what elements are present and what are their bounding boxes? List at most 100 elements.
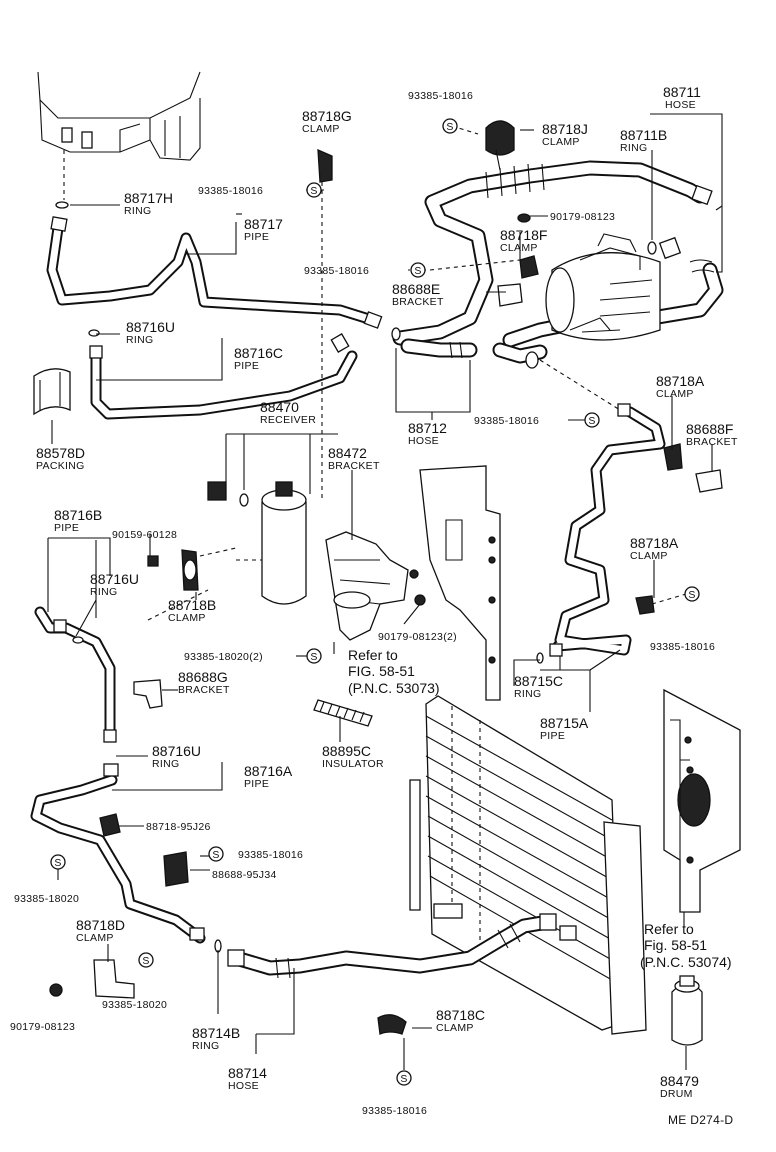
part-88470-name: RECEIVER xyxy=(260,414,316,426)
part-88718j-number: 88718J xyxy=(542,121,588,137)
part-88895c-number: 88895C xyxy=(322,743,371,759)
fastener-label: 93385-18016 xyxy=(362,1105,427,1117)
part-88688e-number: 88688E xyxy=(392,281,440,297)
part-88578d-number: 88578D xyxy=(36,445,85,461)
fastener-label: 93385-18016 xyxy=(198,185,263,197)
svg-text:S: S xyxy=(688,589,695,601)
part-88718g-name: CLAMP xyxy=(302,123,340,135)
s-marker: S xyxy=(410,262,426,278)
fastener-label: 93385-18016 xyxy=(474,415,539,427)
fastener-label: 93385-18016 xyxy=(650,641,715,653)
compressor-drawing xyxy=(545,233,661,341)
mounting-plate-right-drawing xyxy=(663,688,741,913)
fastener-label: 93385-18016 xyxy=(238,849,303,861)
reference-note-line: Refer to xyxy=(644,921,694,937)
part-88472-number: 88472 xyxy=(328,445,367,461)
part-88716u-mid-number: 88716U xyxy=(90,571,139,587)
clamps-top-drawing xyxy=(317,120,539,500)
fastener-label: 90179-08123(2) xyxy=(378,631,457,643)
svg-text:S: S xyxy=(400,1073,407,1085)
pipe-88717-drawing xyxy=(46,201,383,329)
part-88716u-top-name: RING xyxy=(126,334,153,346)
svg-text:S: S xyxy=(414,265,421,277)
part-88718j-name: CLAMP xyxy=(542,136,580,148)
svg-text:S: S xyxy=(212,849,219,861)
svg-text:S: S xyxy=(142,955,149,967)
fastener-label: 93385-18020 xyxy=(102,999,167,1011)
small-parts-lower-drawing xyxy=(49,813,407,1035)
s-marker: S xyxy=(306,182,322,198)
part-88712-name: HOSE xyxy=(408,435,439,447)
reference-note-line: Refer to xyxy=(348,647,398,663)
fastener-labels: 93385-18016 93385-18016 90179-08123 9338… xyxy=(10,90,715,1117)
pipe-88716b-drawing xyxy=(34,549,199,743)
part-88715a-name: PIPE xyxy=(540,730,565,742)
drum-88479-drawing xyxy=(671,975,703,1046)
part-88718a-top-number: 88718A xyxy=(656,373,705,389)
part-88718f-name: CLAMP xyxy=(500,242,538,254)
part-88711-name: HOSE xyxy=(665,99,696,111)
s-markers: S S S S S S S S S S xyxy=(50,118,700,1086)
fastener-label: 93385-18020 xyxy=(14,893,79,905)
part-88718a-top-name: CLAMP xyxy=(656,388,694,400)
s-marker: S xyxy=(396,1070,412,1086)
packing-88578d-drawing xyxy=(33,368,71,416)
condenser-drawing xyxy=(409,695,647,1035)
part-88716u-top-number: 88716U xyxy=(126,319,175,335)
part-88714b-number: 88714B xyxy=(192,1025,240,1041)
svg-text:S: S xyxy=(54,857,61,869)
part-88715a-number: 88715A xyxy=(540,715,589,731)
part-88714b-name: RING xyxy=(192,1040,219,1052)
part-88714-name: HOSE xyxy=(228,1080,259,1092)
part-88718b-number: 88718B xyxy=(168,597,216,613)
evaporator-unit xyxy=(37,71,201,200)
s-marker: S xyxy=(208,846,224,862)
s-marker: S xyxy=(138,952,154,968)
hose-88714-drawing xyxy=(227,913,557,979)
part-labels: 88711 HOSE 88711B RING 88718J CLAMP 8871… xyxy=(36,84,738,1100)
fastener-label: 90159-60128 xyxy=(112,529,177,541)
part-88716b-name: PIPE xyxy=(54,522,79,534)
s-marker: S xyxy=(584,412,600,428)
hose-88712-drawing xyxy=(391,327,548,369)
fastener-label: 88688-95J34 xyxy=(212,869,277,881)
svg-text:S: S xyxy=(310,651,317,663)
fastener-label: 90179-08123 xyxy=(10,1021,75,1033)
drawing-geometry xyxy=(30,71,741,1046)
part-88718g-number: 88718G xyxy=(302,108,352,124)
part-88718d-number: 88718D xyxy=(76,917,125,933)
pipe-88716c-drawing xyxy=(88,329,358,420)
bracket-88688g-drawing xyxy=(133,679,163,709)
receiver-88470-drawing xyxy=(207,481,307,605)
part-88718c-name: CLAMP xyxy=(436,1022,474,1034)
part-88716a-number: 88716A xyxy=(244,763,293,779)
part-88718a-mid-name: CLAMP xyxy=(630,550,668,562)
leader-lines xyxy=(47,113,723,1070)
part-88718d-name: CLAMP xyxy=(76,932,114,944)
part-88688f-number: 88688F xyxy=(686,421,733,437)
bracket-88472-drawing xyxy=(325,531,426,641)
s-marker: S xyxy=(50,854,66,870)
part-88718b-name: CLAMP xyxy=(168,612,206,624)
svg-text:S: S xyxy=(446,121,453,133)
part-88711b-name: RING xyxy=(620,142,647,154)
part-88716b-number: 88716B xyxy=(54,507,102,523)
part-88715c-number: 88715C xyxy=(514,673,563,689)
part-88716u-low-name: RING xyxy=(152,758,179,770)
reference-note-line: FIG. 58-51 xyxy=(348,663,415,679)
reference-note-line: Fig. 58-51 xyxy=(644,937,707,953)
fastener-label: 93385-18020(2) xyxy=(184,651,263,663)
part-88717-number: 88717 xyxy=(244,216,283,232)
s-marker: S xyxy=(306,648,322,664)
part-88711b-number: 88711B xyxy=(620,127,667,143)
part-88716a-name: PIPE xyxy=(244,778,269,790)
svg-text:S: S xyxy=(310,185,317,197)
fastener-label: 90179-08123 xyxy=(550,211,615,223)
part-88716c-name: PIPE xyxy=(234,360,259,372)
part-88717h-number: 88717H xyxy=(124,190,173,206)
part-88479-number: 88479 xyxy=(660,1073,699,1089)
part-88688g-name: BRACKET xyxy=(178,684,230,696)
part-88578d-name: PACKING xyxy=(36,460,85,472)
svg-text:S: S xyxy=(588,415,595,427)
